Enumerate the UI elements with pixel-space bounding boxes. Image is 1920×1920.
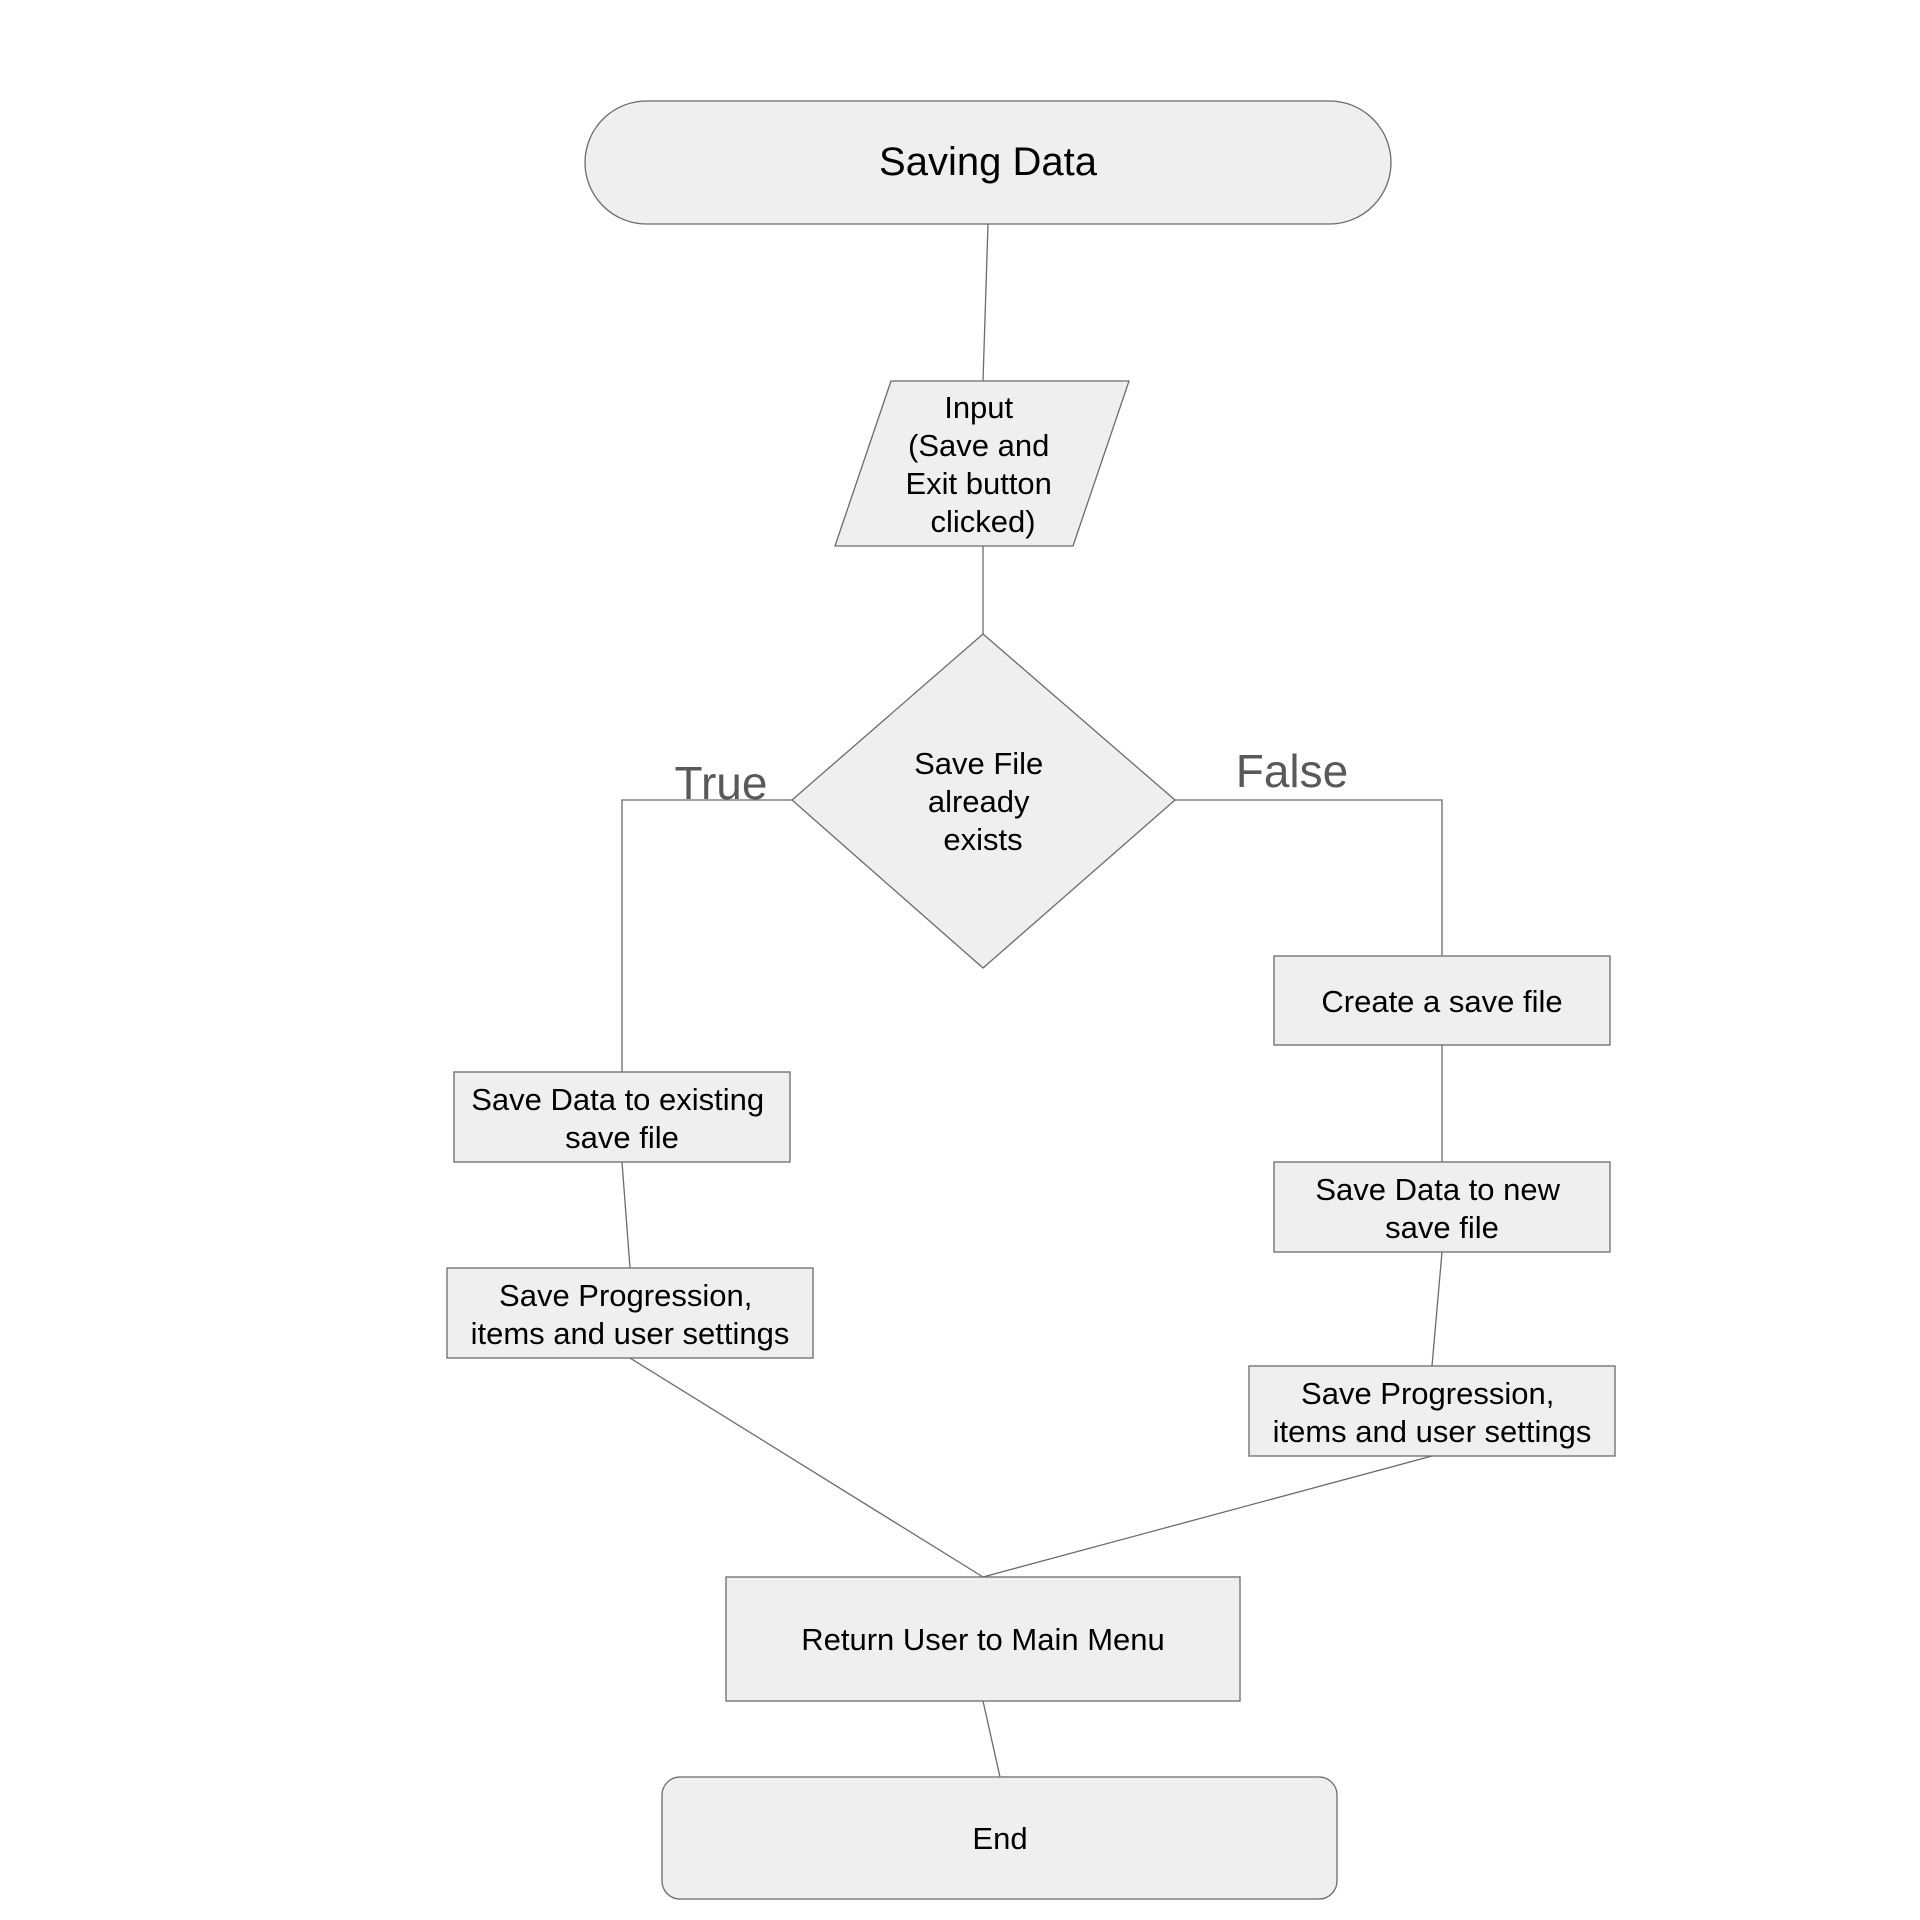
save-new-label: Save Data to new save file bbox=[1315, 1172, 1568, 1245]
input-node: Input (Save and Exit button clicked) bbox=[834, 380, 1130, 547]
connector-right-progression-to-return bbox=[982, 1455, 1433, 1578]
input-label: Input (Save and Exit button clicked) bbox=[905, 390, 1060, 539]
end-label: End bbox=[972, 1821, 1027, 1856]
end-terminator: End bbox=[661, 1776, 1338, 1900]
decision-label: Save File already exists bbox=[914, 746, 1052, 857]
connector-existing-to-progression bbox=[621, 1161, 631, 1269]
connector-return-to-end bbox=[982, 1700, 1001, 1778]
return-menu-node: Return User to Main Menu bbox=[725, 1576, 1241, 1702]
connectors bbox=[621, 223, 1443, 1778]
create-file-node: Create a save file bbox=[1273, 955, 1611, 1046]
connector-left-progression-to-return bbox=[629, 1357, 984, 1578]
save-existing-node: Save Data to existing save file bbox=[453, 1071, 791, 1163]
save-progression-right-node: Save Progression, items and user setting… bbox=[1248, 1365, 1616, 1457]
create-file-label: Create a save file bbox=[1321, 984, 1562, 1019]
connector-true-branch bbox=[621, 799, 792, 1072]
connector-false-branch bbox=[1175, 799, 1443, 956]
save-progression-left-label: Save Progression, items and user setting… bbox=[471, 1278, 790, 1351]
save-progression-left-node: Save Progression, items and user setting… bbox=[446, 1267, 814, 1359]
return-menu-label: Return User to Main Menu bbox=[801, 1622, 1165, 1657]
save-existing-label: Save Data to existing save file bbox=[471, 1082, 773, 1155]
decision-node: Save File already exists bbox=[791, 633, 1176, 969]
true-branch-label: True bbox=[675, 757, 768, 809]
title-label: Saving Data bbox=[879, 140, 1098, 184]
save-new-node: Save Data to new save file bbox=[1273, 1161, 1611, 1253]
start-terminator: Saving Data bbox=[584, 100, 1392, 225]
false-branch-label: False bbox=[1236, 745, 1348, 797]
connector-new-to-progression bbox=[1431, 1251, 1443, 1367]
save-progression-right-label: Save Progression, items and user setting… bbox=[1273, 1376, 1592, 1449]
connector-title-to-input bbox=[982, 223, 989, 382]
